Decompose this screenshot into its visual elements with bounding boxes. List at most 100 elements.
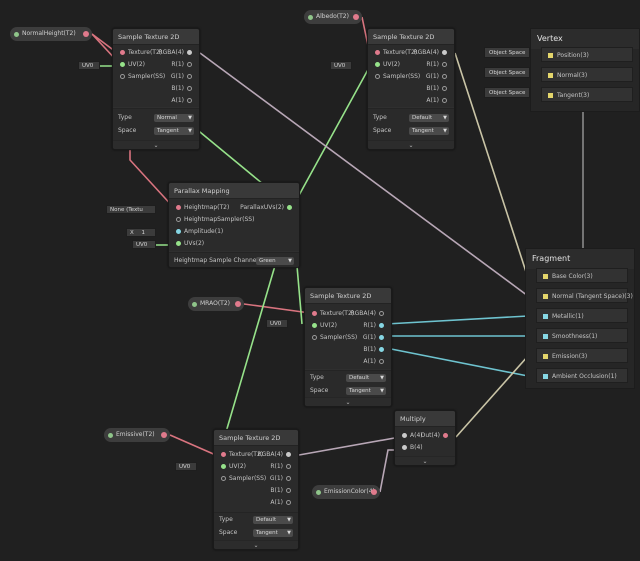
space-dropdown[interactable]: Tangent▼ — [253, 529, 293, 537]
port-r[interactable] — [286, 464, 291, 469]
fragment-slot-metallic[interactable]: Metallic(1) — [536, 308, 628, 323]
port-g[interactable] — [442, 74, 447, 79]
port-texture[interactable] — [120, 50, 125, 55]
port-out[interactable] — [443, 433, 448, 438]
port-sampler[interactable] — [312, 335, 317, 340]
property-albedo[interactable]: Albedo(T2) — [304, 10, 362, 24]
vertex-context[interactable]: Vertex Position(3) Normal(3) Tangent(3) — [530, 28, 640, 112]
port-heightmap-sampler[interactable] — [176, 217, 181, 222]
tangent-space-field[interactable]: Object Space — [484, 87, 531, 98]
port-b[interactable] — [187, 86, 192, 91]
fragment-slot-smoothness[interactable]: Smoothness(1) — [536, 328, 628, 343]
port-texture[interactable] — [312, 311, 317, 316]
port-texture[interactable] — [221, 452, 226, 457]
port-label: G(1) — [269, 475, 283, 482]
port-a[interactable] — [402, 433, 407, 438]
channel-value: Green — [259, 258, 276, 264]
property-normalheight[interactable]: NormalHeight(T2) — [10, 27, 92, 41]
collapse-toggle[interactable]: ⌄ — [395, 456, 455, 465]
port-label: UV(2) — [383, 61, 400, 68]
port-pink-icon[interactable] — [371, 489, 377, 495]
port-a[interactable] — [442, 98, 447, 103]
parallax-mapping-node[interactable]: Parallax Mapping Heightmap(T2) Heightmap… — [168, 182, 300, 268]
port-uvs[interactable] — [176, 241, 181, 246]
uv-field-tex3[interactable]: UV0 — [266, 319, 288, 328]
fragment-context[interactable]: Fragment Base Color(3) Normal (Tangent S… — [525, 248, 635, 389]
port-sampler[interactable] — [375, 74, 380, 79]
port-g[interactable] — [286, 476, 291, 481]
vertex-slot-position[interactable]: Position(3) — [541, 47, 633, 62]
heightmap-object-field[interactable]: None (Textu — [106, 205, 156, 214]
port-texture[interactable] — [375, 50, 380, 55]
type-dropdown[interactable]: Default▼ — [346, 374, 386, 382]
space-dropdown[interactable]: Tangent▼ — [346, 387, 386, 395]
chevron-down-icon: ⌄ — [408, 142, 414, 149]
port-pink-icon[interactable] — [353, 14, 359, 20]
type-dropdown[interactable]: Default▼ — [253, 516, 293, 524]
port-amplitude[interactable] — [176, 229, 181, 234]
port-label: Sampler(SS) — [383, 73, 421, 80]
channel-dropdown[interactable]: Green▼ — [256, 257, 294, 265]
property-mrao[interactable]: MRAO(T2) — [188, 297, 244, 311]
fragment-slot-emission[interactable]: Emission(3) — [536, 348, 628, 363]
port-uv[interactable] — [221, 464, 226, 469]
type-dropdown[interactable]: Normal▼ — [154, 114, 194, 122]
sample-texture-node-1[interactable]: Sample Texture 2D Texture(T2) UV(2) Samp… — [112, 28, 200, 150]
collapse-toggle[interactable]: ⌄ — [113, 140, 199, 149]
port-label: UV(2) — [320, 322, 337, 329]
uv-field-parallax[interactable]: UV0 — [132, 240, 156, 249]
vertex-slot-tangent[interactable]: Tangent(3) — [541, 87, 633, 102]
port-g[interactable] — [379, 335, 384, 340]
port-b[interactable] — [402, 445, 407, 450]
collapse-toggle[interactable]: ⌄ — [368, 140, 454, 149]
port-uv[interactable] — [375, 62, 380, 67]
port-r[interactable] — [442, 62, 447, 67]
space-dropdown[interactable]: Tangent▼ — [409, 127, 449, 135]
normal-space-field[interactable]: Object Space — [484, 67, 531, 78]
space-dropdown[interactable]: Tangent▼ — [154, 127, 194, 135]
space-label: Space — [310, 387, 329, 394]
port-parallax-uvs[interactable] — [287, 205, 292, 210]
port-heightmap[interactable] — [176, 205, 181, 210]
sample-texture-node-3[interactable]: Sample Texture 2D Texture(T2) UV(2) Samp… — [304, 287, 392, 407]
collapse-toggle[interactable]: ⌄ — [305, 397, 391, 406]
port-pink-icon[interactable] — [235, 301, 241, 307]
port-pink-icon[interactable] — [161, 432, 167, 438]
amplitude-field[interactable]: X 1 — [126, 228, 156, 237]
sample-texture-node-4[interactable]: Sample Texture 2D Texture(T2) UV(2) Samp… — [213, 429, 299, 550]
port-g[interactable] — [187, 74, 192, 79]
fragment-slot-normal[interactable]: Normal (Tangent Space)(3) — [536, 288, 633, 303]
port-rgba[interactable] — [442, 50, 447, 55]
port-rgba[interactable] — [187, 50, 192, 55]
port-b[interactable] — [379, 347, 384, 352]
position-space-field[interactable]: Object Space — [484, 47, 531, 58]
port-uv[interactable] — [120, 62, 125, 67]
port-label: Heightmap(T2) — [184, 204, 230, 211]
port-a[interactable] — [286, 500, 291, 505]
port-uv[interactable] — [312, 323, 317, 328]
fragment-slot-ambient-occlusion[interactable]: Ambient Occlusion(1) — [536, 368, 628, 383]
multiply-node[interactable]: Multiply A(4) B(4) Out(4) ⌄ — [394, 410, 456, 466]
vertex-slot-normal[interactable]: Normal(3) — [541, 67, 633, 82]
port-b[interactable] — [442, 86, 447, 91]
property-emissive[interactable]: Emissive(T2) — [104, 428, 170, 442]
port-a[interactable] — [379, 359, 384, 364]
type-dropdown[interactable]: Default▼ — [409, 114, 449, 122]
collapse-toggle[interactable]: ⌄ — [214, 540, 298, 549]
port-r[interactable] — [187, 62, 192, 67]
uv-field-tex4[interactable]: UV0 — [175, 462, 197, 471]
port-a[interactable] — [187, 98, 192, 103]
port-pink-icon[interactable] — [83, 31, 89, 37]
uv-field-tex2[interactable]: UV0 — [330, 61, 352, 70]
sample-texture-node-2[interactable]: Sample Texture 2D Texture(T2) UV(2) Samp… — [367, 28, 455, 150]
amplitude-axis-label: X — [130, 230, 134, 236]
port-rgba[interactable] — [379, 311, 384, 316]
port-b[interactable] — [286, 488, 291, 493]
uv-field-tex1[interactable]: UV0 — [78, 61, 100, 70]
fragment-slot-base-color[interactable]: Base Color(3) — [536, 268, 628, 283]
port-sampler[interactable] — [120, 74, 125, 79]
port-rgba[interactable] — [286, 452, 291, 457]
port-sampler[interactable] — [221, 476, 226, 481]
property-emissioncolor[interactable]: EmissionColor(4) — [312, 485, 380, 499]
port-r[interactable] — [379, 323, 384, 328]
